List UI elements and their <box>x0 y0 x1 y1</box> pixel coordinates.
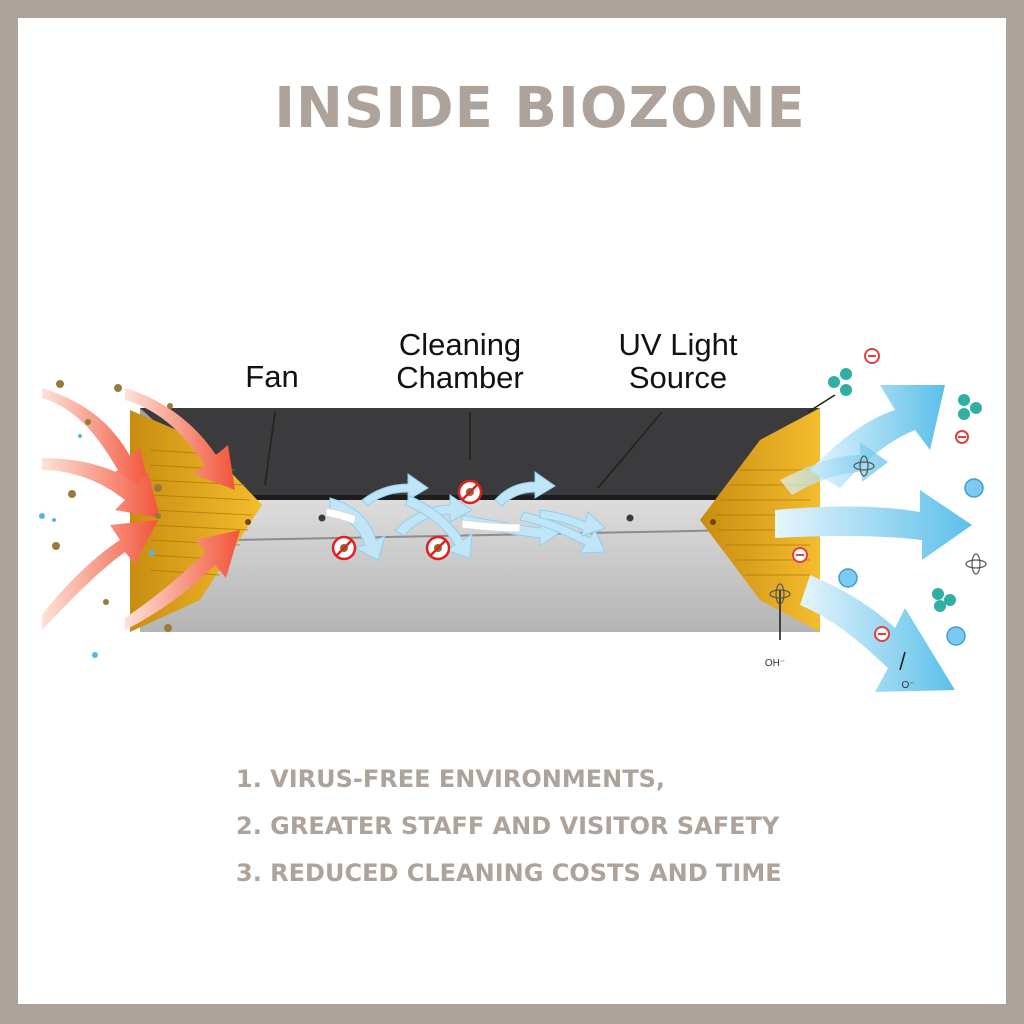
cluster-icon <box>828 368 982 612</box>
intake-filter <box>130 410 262 632</box>
germ-icon <box>52 380 173 632</box>
outlet-filter <box>700 408 820 632</box>
uv-light-source-label: UV Light Source <box>618 327 738 395</box>
page-title: INSIDE BIOZONE <box>274 76 806 141</box>
no-germ-icon <box>425 535 451 561</box>
benefit-item: 1. VIRUS-FREE ENVIRONMENTS, <box>236 765 665 793</box>
atom-icon <box>769 455 987 605</box>
ion-icon <box>792 348 969 642</box>
cleaning-chamber-label: Cleaning Chamber <box>396 327 524 395</box>
water-droplet-icon <box>39 434 155 658</box>
benefit-item: 3. REDUCED CLEANING COSTS AND TIME <box>236 859 782 887</box>
smiley-icon <box>838 478 984 646</box>
chamber-airflow-white <box>325 507 521 533</box>
oxygen-ion-label: O⁻ <box>901 680 915 691</box>
intake-airflow <box>42 388 240 630</box>
no-germ-icon <box>457 479 483 505</box>
no-germ-icon <box>331 535 357 561</box>
hydroxyl-label: OH⁻ <box>764 658 786 669</box>
benefit-item: 2. GREATER STAFF AND VISITOR SAFETY <box>236 812 780 840</box>
benefits-list: 1. VIRUS-FREE ENVIRONMENTS, 2. GREATER S… <box>236 762 782 903</box>
label-pointers <box>264 394 906 671</box>
fan-label: Fan <box>245 359 299 394</box>
